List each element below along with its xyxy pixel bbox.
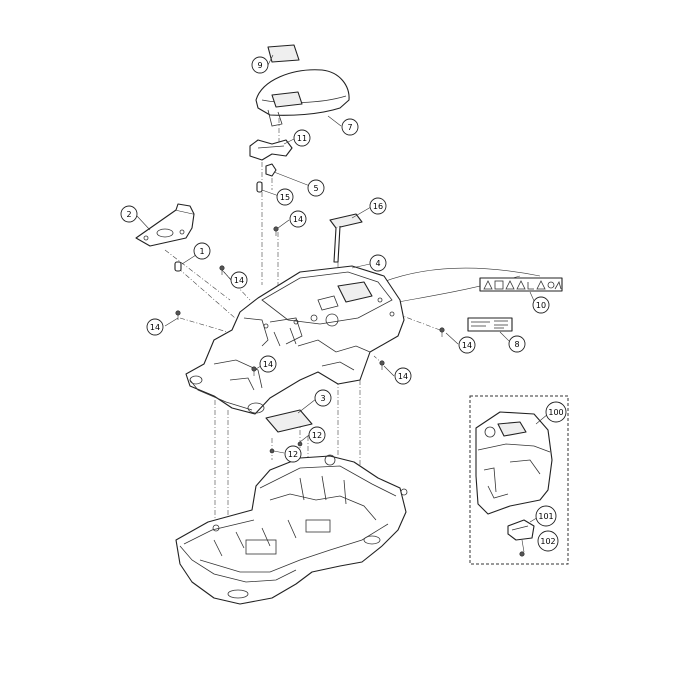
callout-circle (369, 254, 387, 272)
callout-number: 14 (234, 276, 244, 285)
callout-number: 14 (150, 323, 160, 332)
callout-14: 14 (259, 355, 277, 373)
screw-icon (273, 226, 279, 236)
callout-number: 12 (288, 450, 298, 459)
callout-number: 8 (514, 340, 519, 349)
part-spring-5 (265, 163, 277, 177)
callout-circle (535, 505, 557, 527)
callout-15: 15 (276, 188, 294, 206)
part-clip-11 (249, 139, 293, 161)
callout-circle (146, 318, 164, 336)
callout-circle (545, 401, 567, 423)
callout-9: 9 (251, 56, 269, 74)
callout-number: 12 (312, 431, 322, 440)
callout-14: 14 (394, 367, 412, 385)
callout-number: 5 (313, 184, 318, 193)
callout-number: 3 (320, 394, 325, 403)
callout-4: 4 (369, 254, 387, 272)
callout-1: 1 (193, 242, 211, 260)
callout-2: 2 (120, 205, 138, 223)
callout-number: 14 (462, 341, 472, 350)
callout-circle (120, 205, 138, 223)
callout-circle (458, 336, 476, 354)
callout-circle (308, 426, 326, 444)
screws (175, 226, 525, 557)
callout-circle (532, 296, 550, 314)
kit-detail-box (469, 395, 569, 565)
screw-icon (251, 366, 257, 376)
screw-icon (439, 327, 445, 337)
callout-16: 16 (369, 197, 387, 215)
part-top-cover-7 (255, 69, 350, 127)
part-flag-16 (329, 213, 363, 263)
part-symbol-sticker-10 (479, 277, 563, 292)
callout-number: 10 (536, 301, 546, 310)
part-chassis (175, 454, 408, 605)
callout-14: 14 (230, 271, 248, 289)
screw-icon (269, 448, 275, 454)
callout-number: 15 (280, 193, 290, 202)
callout-14: 14 (289, 210, 307, 228)
callout-number: 2 (126, 210, 131, 219)
callout-circle (251, 56, 269, 74)
callout-14: 14 (458, 336, 476, 354)
part-rating-plate-8 (467, 317, 513, 332)
callout-circle (293, 129, 311, 147)
callout-12: 12 (308, 426, 326, 444)
callouts: 9 7 11 5 15 2 1 14 16 4 14 10 14 8 14 14 14 3 12 12 100 101 10… (120, 56, 567, 552)
callout-circle (276, 188, 294, 206)
callout-circle (289, 210, 307, 228)
callout-5: 5 (307, 179, 325, 197)
callout-number: 7 (347, 123, 352, 132)
callout-circle (537, 530, 559, 552)
callout-circle (230, 271, 248, 289)
callout-102: 102 (537, 530, 559, 552)
callout-circle (369, 197, 387, 215)
callout-number: 14 (398, 372, 408, 381)
screw-icon (297, 441, 303, 447)
callout-circle (193, 242, 211, 260)
leader-lines (136, 54, 549, 523)
callout-11: 11 (293, 129, 311, 147)
screw-icon (379, 360, 385, 370)
callout-number: 101 (538, 512, 553, 521)
callout-circle (307, 179, 325, 197)
callout-number: 14 (293, 215, 303, 224)
screw-icon (175, 310, 181, 320)
part-seal-plate-3 (265, 409, 313, 433)
part-label-9 (267, 44, 300, 63)
callout-14: 14 (146, 318, 164, 336)
part-pin-15 (256, 181, 263, 193)
callout-number: 16 (373, 202, 383, 211)
callout-8: 8 (508, 335, 526, 353)
callout-circle (259, 355, 277, 373)
callout-100: 100 (545, 401, 567, 423)
screw-icon (519, 551, 525, 557)
part-bracket-2 (135, 203, 195, 247)
callout-number: 102 (540, 537, 555, 546)
callout-number: 100 (548, 408, 563, 417)
callout-circle (508, 335, 526, 353)
callout-7: 7 (341, 118, 359, 136)
callout-circle (394, 367, 412, 385)
callout-3: 3 (314, 389, 332, 407)
callout-circle (284, 445, 302, 463)
callout-number: 4 (375, 259, 380, 268)
callout-12: 12 (284, 445, 302, 463)
callout-circle (314, 389, 332, 407)
callout-101: 101 (535, 505, 557, 527)
part-housing-4 (185, 265, 405, 415)
callout-number: 11 (297, 134, 307, 143)
callout-number: 1 (199, 247, 204, 256)
callout-10: 10 (532, 296, 550, 314)
callout-circle (341, 118, 359, 136)
screw-icon (219, 265, 225, 275)
part-sleeve-1 (174, 261, 182, 272)
callout-number: 9 (257, 61, 262, 70)
callout-number: 14 (263, 360, 273, 369)
